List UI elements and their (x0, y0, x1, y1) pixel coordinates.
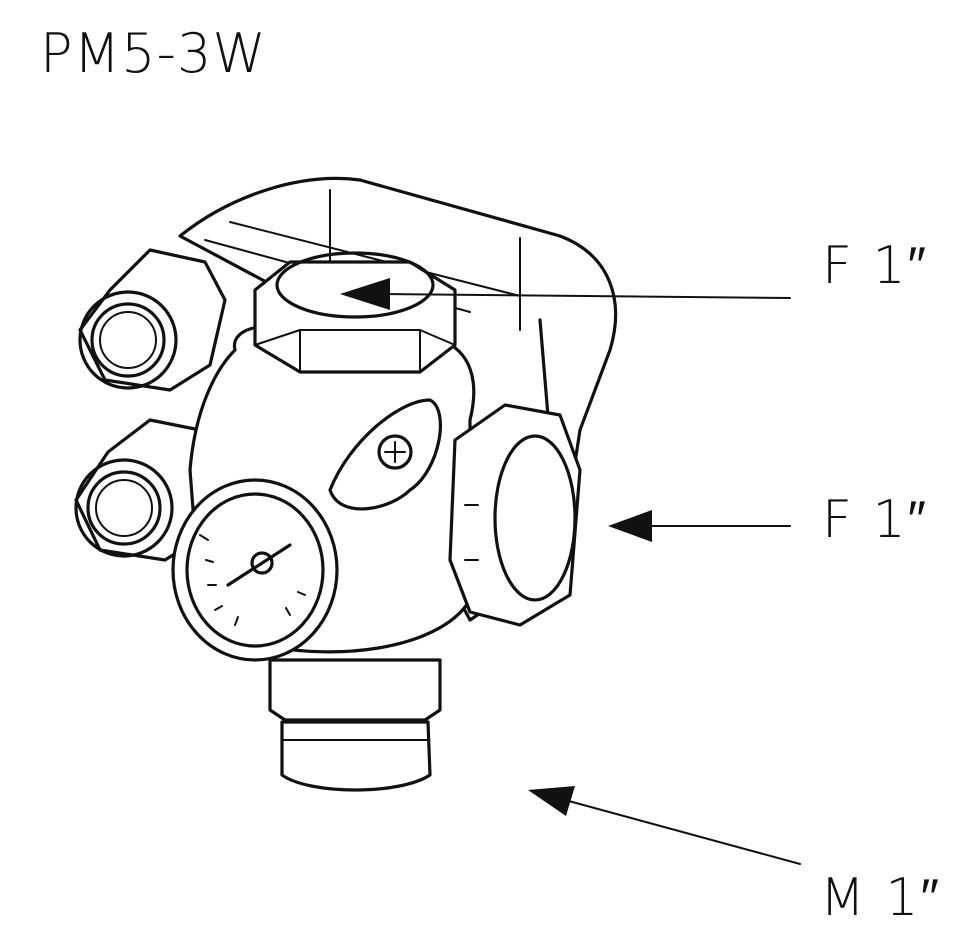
pressure-gauge (171, 478, 339, 662)
callout-arrow-right (608, 510, 791, 542)
side-port-f1 (448, 403, 582, 627)
callout-arrow-top (340, 278, 791, 310)
top-port-f1 (253, 251, 457, 374)
callout-label-right: F 1″ (822, 490, 928, 550)
cable-gland-upper (78, 248, 227, 392)
callout-arrow-bottom (528, 786, 801, 865)
callout-label-bottom: M 1″ (820, 868, 941, 928)
bottom-port-m1 (268, 658, 442, 792)
adjustment-window (328, 398, 442, 511)
product-title: PM5-3W (40, 22, 267, 85)
callout-label-top: F 1″ (822, 236, 928, 296)
